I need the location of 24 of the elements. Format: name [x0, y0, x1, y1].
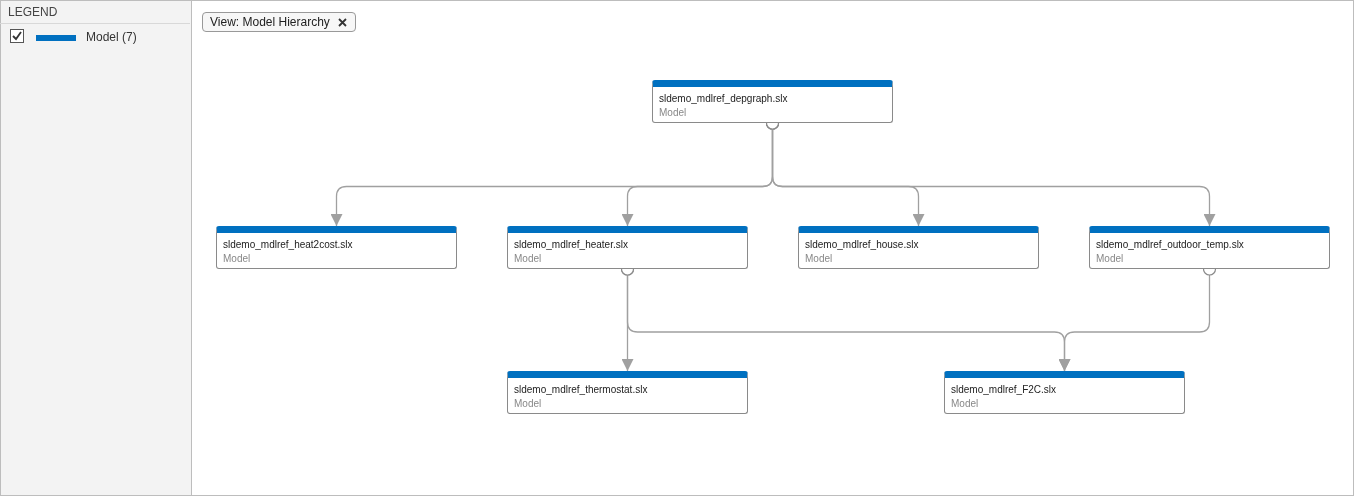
file-name: sldemo_mdlref_heater.slx	[514, 239, 628, 250]
model-node	[507, 226, 748, 269]
legend-heading: LEGEND	[8, 5, 58, 19]
node-type: Model	[514, 253, 542, 264]
legend-label: Model (7)	[86, 30, 137, 44]
node-type: Model	[514, 398, 542, 409]
model-node	[507, 371, 748, 414]
node-type: Model	[951, 398, 979, 409]
view-filter-chip: View: Model Hierarchy	[202, 12, 356, 32]
file-name: sldemo_mdlref_F2C.slx	[951, 384, 1057, 395]
file-name: sldemo_mdlref_heat2cost.slx	[223, 239, 353, 250]
model-node	[798, 226, 1039, 269]
node-type: Model	[1096, 253, 1124, 264]
file-name: sldemo_mdlref_thermostat.slx	[514, 384, 648, 395]
file-name: sldemo_mdlref_outdoor_temp.slx	[1096, 239, 1244, 250]
model-node	[1089, 226, 1330, 269]
model-node	[216, 226, 457, 269]
node-type: Model	[223, 253, 251, 264]
model-node	[652, 80, 893, 123]
node-type: Model	[659, 107, 687, 118]
node-type: Model	[805, 253, 833, 264]
file-name: sldemo_mdlref_depgraph.slx	[659, 93, 788, 104]
model-node	[944, 371, 1185, 414]
file-name: sldemo_mdlref_house.slx	[805, 239, 919, 250]
